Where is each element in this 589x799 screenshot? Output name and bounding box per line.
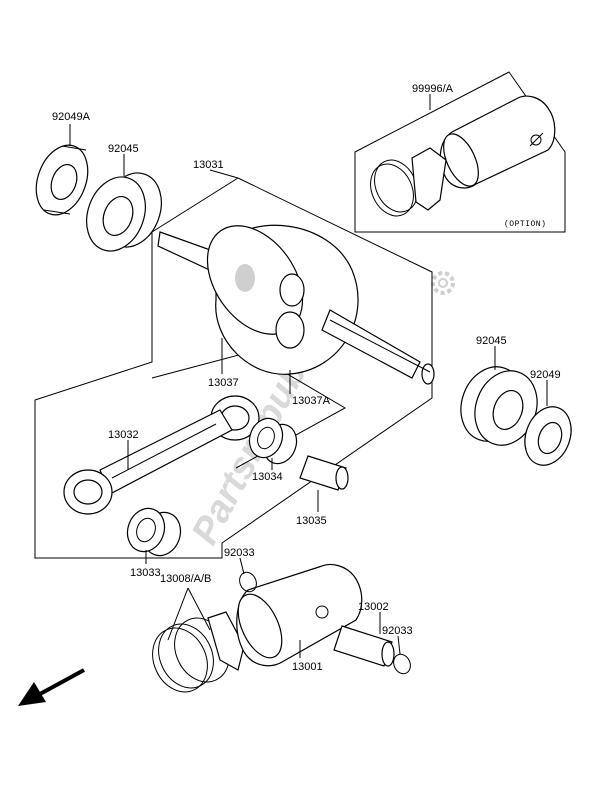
label-99996-a: 99996/A — [412, 83, 454, 95]
label-13008-a-b: 13008/A/B — [160, 573, 211, 585]
connecting-rod — [63, 395, 260, 515]
label-92049: 92049 — [530, 369, 561, 381]
piston — [236, 563, 363, 667]
crank-pin — [299, 455, 349, 491]
label-13033: 13033 — [130, 567, 161, 579]
label-92033-right: 92033 — [382, 625, 413, 637]
bearing-right — [460, 366, 538, 446]
crankshaft — [157, 224, 435, 385]
label-92045-left: 92045 — [108, 143, 139, 155]
circlip-right — [393, 653, 411, 675]
option-piston-rings — [370, 147, 447, 217]
option-piston-frame: (OPTION) — [354, 71, 566, 233]
leader-lines — [69, 94, 548, 658]
label-13037a: 13037A — [292, 395, 331, 407]
label-13037: 13037 — [208, 377, 239, 389]
piston-pin — [333, 625, 395, 667]
piston-rings — [152, 611, 245, 693]
direction-arrow-icon — [18, 668, 85, 706]
option-note: (OPTION) — [504, 220, 546, 229]
needle-bearing-small-end — [248, 417, 298, 465]
oil-seal-left — [35, 144, 89, 216]
option-piston — [439, 95, 556, 189]
label-13032: 13032 — [108, 429, 139, 441]
label-92033-top: 92033 — [224, 547, 255, 559]
label-92049a: 92049A — [52, 111, 91, 123]
label-13001: 13001 — [292, 661, 323, 673]
part-labels: 99996/A 92049A 92045 13031 92045 92049 1… — [52, 83, 561, 673]
gear-icon — [431, 271, 455, 295]
label-13031: 13031 — [193, 159, 224, 171]
needle-bearing-big-end — [126, 507, 182, 557]
label-13034: 13034 — [252, 471, 283, 483]
oil-seal-right — [524, 406, 572, 466]
bearing-left — [86, 172, 162, 252]
label-92045-right: 92045 — [476, 335, 507, 347]
label-13035: 13035 — [296, 515, 327, 527]
label-13002: 13002 — [358, 601, 389, 613]
